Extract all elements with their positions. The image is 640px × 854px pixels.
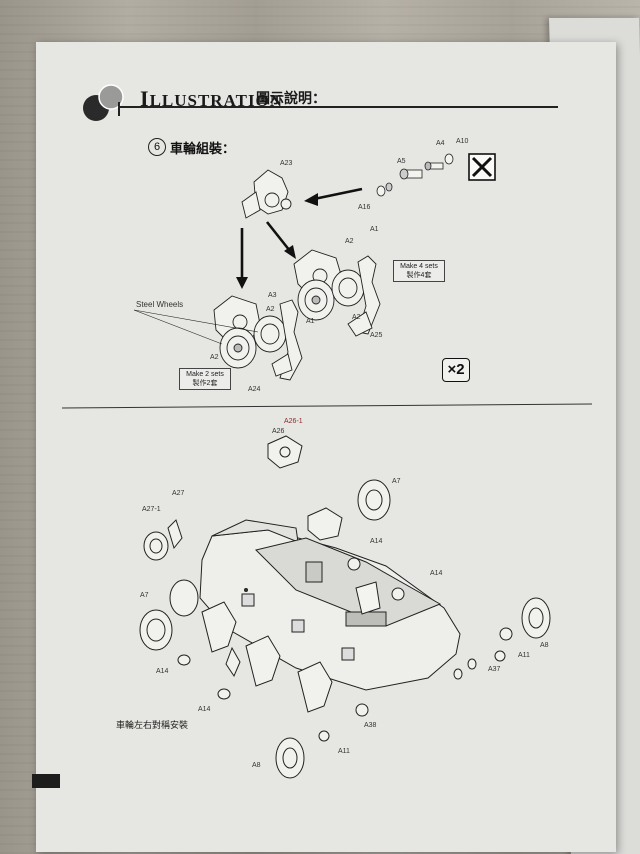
make-4-sets-cn: 製作4套 bbox=[406, 272, 432, 279]
part-label-a8-right: A8 bbox=[540, 642, 549, 649]
part-label-a1-left: A1 bbox=[306, 318, 315, 325]
part-label-a7-top: A7 bbox=[392, 478, 401, 485]
step-number: 6 bbox=[148, 138, 166, 156]
symmetric-install-note: 車輪左右對稱安裝 bbox=[116, 720, 189, 730]
part-label-a26-1: A26-1 bbox=[284, 418, 303, 425]
header-title-cap: I bbox=[140, 86, 150, 111]
make-2-sets-en: Make 2 sets bbox=[186, 371, 224, 378]
part-label-a24: A24 bbox=[248, 386, 261, 393]
page-artwork bbox=[61, 84, 593, 779]
make-4-sets-en: Make 4 sets bbox=[400, 263, 438, 270]
instruction-page: ILLUSTRATION 圖示說明： 6 車輪組裝： A23 A5 A4 A10… bbox=[32, 42, 616, 852]
part-label-a23: A23 bbox=[280, 160, 293, 167]
step-title: 車輪組裝： bbox=[170, 141, 236, 156]
part-label-a3-left: A3 bbox=[268, 292, 277, 299]
part-label-a27: A27 bbox=[172, 490, 185, 497]
make-2-sets-cn: 製作2套 bbox=[192, 380, 218, 387]
suspension-bracket-a23 bbox=[241, 169, 292, 219]
part-label-a2-left-2: A2 bbox=[210, 354, 219, 361]
header-title-chinese: 圖示說明： bbox=[256, 90, 326, 106]
header-title-rest: LLUSTRATION bbox=[149, 91, 284, 110]
part-label-a14-2: A14 bbox=[430, 570, 443, 577]
page-number-tab bbox=[32, 774, 60, 788]
no-cut-tool-icon bbox=[468, 153, 496, 181]
part-label-a14-3: A14 bbox=[156, 668, 169, 675]
header-title: ILLUSTRATION bbox=[140, 86, 283, 112]
part-label-a11-bottom: A11 bbox=[338, 748, 350, 755]
part-label-a14-4: A14 bbox=[198, 706, 211, 713]
part-label-a27-1: A27-1 bbox=[142, 506, 161, 513]
part-label-a2-right-2: A2 bbox=[352, 314, 361, 321]
header-bar bbox=[83, 84, 558, 121]
bottom-wheels bbox=[139, 435, 551, 779]
axle-parts bbox=[376, 153, 454, 197]
part-label-a11-right: A11 bbox=[518, 652, 530, 659]
part-label-a2-left-1: A2 bbox=[266, 306, 275, 313]
part-label-a26: A26 bbox=[272, 428, 285, 435]
part-label-a16: A16 bbox=[358, 204, 371, 211]
part-label-a38: A38 bbox=[364, 722, 377, 729]
part-label-a2-right-1: A2 bbox=[345, 238, 354, 245]
part-label-a14-1: A14 bbox=[370, 538, 383, 545]
make-2-sets-box: Make 2 sets 製作2套 bbox=[179, 368, 231, 390]
part-label-a5: A5 bbox=[397, 158, 406, 165]
wheel-assembly-make2 bbox=[133, 295, 303, 381]
part-label-a4: A4 bbox=[436, 140, 445, 147]
wheel-assembly-make4 bbox=[293, 249, 381, 337]
make-4-sets-box: Make 4 sets 製作4套 bbox=[393, 260, 445, 282]
part-label-a25: A25 bbox=[370, 332, 383, 339]
steel-wheels-label: Steel Wheels bbox=[136, 300, 184, 309]
assembly-arrows bbox=[236, 187, 363, 289]
multiplier-badge: ×2 bbox=[442, 358, 470, 382]
part-label-a7-left: A7 bbox=[140, 592, 149, 599]
part-label-a10: A10 bbox=[456, 138, 469, 145]
part-label-a37: A37 bbox=[488, 666, 501, 673]
section-divider bbox=[61, 403, 593, 409]
part-label-a1-right: A1 bbox=[370, 226, 379, 233]
part-label-a8-bottom: A8 bbox=[252, 762, 261, 769]
